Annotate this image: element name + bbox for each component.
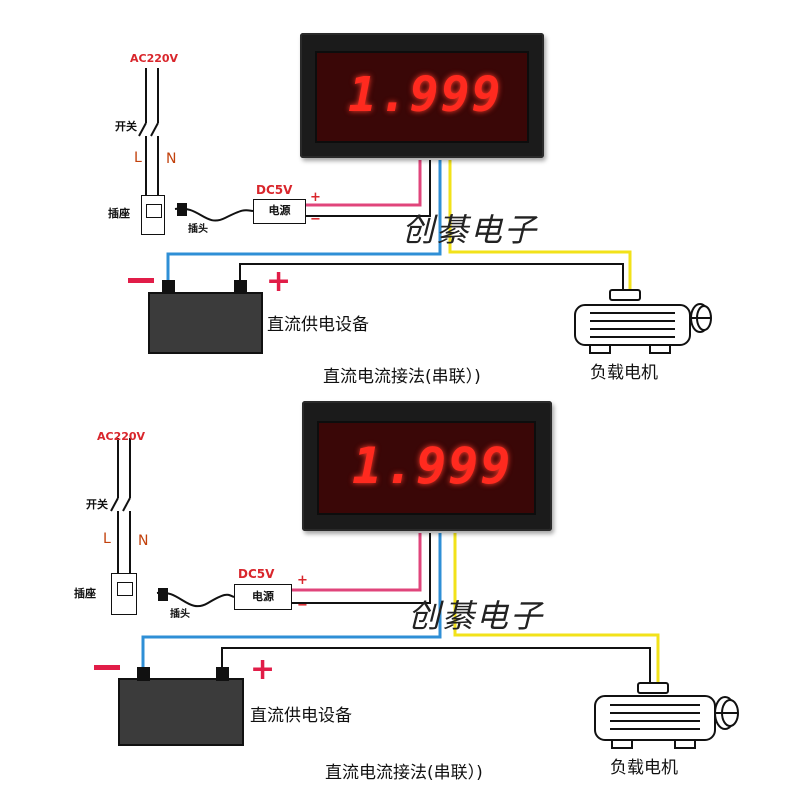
ac-voltage-label: AC220V [130, 52, 179, 65]
neutral-label: N [138, 533, 149, 549]
watermark: 创綦电子 [408, 597, 545, 635]
battery [148, 292, 263, 354]
motor-shape [594, 682, 739, 749]
panel-meter: 1.999 [300, 33, 544, 158]
wiring-diagram-top: 1.999 AC220V 开关 L N 插座 插头 DC5V 电源 + − 创綦… [108, 33, 712, 387]
line-label: L [134, 150, 142, 166]
wiring-lines [110, 438, 739, 749]
supply-plus-sign: + [297, 573, 308, 588]
socket [141, 195, 165, 235]
ac-voltage-label: AC220V [97, 430, 146, 443]
dc-supply-label: 直流供电设备 [267, 315, 369, 335]
line-label: L [103, 531, 111, 547]
plug-label: 插头 [188, 224, 208, 235]
meter-display-window [315, 51, 529, 143]
battery-minus-mark [128, 278, 154, 283]
meter-display-window [317, 421, 536, 515]
supply-minus-sign: − [310, 212, 321, 227]
power-supply-box: 电源 [253, 199, 306, 224]
load-motor-label: 负载电机 [610, 758, 678, 778]
power-supply-label: 电源 [252, 590, 274, 603]
battery [118, 678, 244, 746]
switch-label: 开关 [115, 120, 137, 133]
battery-positive-terminal [234, 280, 247, 294]
battery-negative-terminal [137, 667, 150, 681]
power-supply-box: 电源 [234, 584, 292, 610]
meter-reading: 1.999 [352, 437, 513, 495]
plug-label: 插头 [170, 609, 190, 620]
battery-minus-mark [94, 665, 120, 670]
battery-plus-mark: + [266, 264, 292, 299]
switch-label: 开关 [86, 498, 108, 511]
dc5v-label: DC5V [238, 567, 275, 581]
meter-reading: 1.999 [348, 67, 503, 123]
wiring-diagram-bottom: 1.999 AC220V 开关 L N 插座 插头 DC5V 电源 + − 创綦… [0, 393, 800, 793]
socket-label: 插座 [108, 207, 130, 220]
watermark: 创綦电子 [402, 211, 539, 249]
socket-label: 插座 [74, 587, 96, 600]
method-caption: 直流电流接法(串联）) [325, 763, 483, 783]
battery-negative-terminal [162, 280, 175, 294]
dc5v-label: DC5V [256, 183, 293, 197]
panel-meter: 1.999 [302, 401, 552, 531]
supply-minus-sign: − [297, 598, 308, 613]
method-caption: 直流电流接法(串联）) [323, 367, 481, 387]
neutral-label: N [166, 151, 177, 167]
battery-plus-mark: + [250, 652, 276, 687]
socket [111, 573, 137, 615]
wiring-lines [138, 68, 712, 354]
load-motor-label: 负载电机 [590, 363, 658, 383]
power-supply-label: 电源 [268, 204, 291, 217]
supply-plus-sign: + [310, 190, 321, 205]
motor-shape [574, 289, 712, 354]
battery-positive-terminal [216, 667, 229, 681]
dc-supply-label: 直流供电设备 [250, 706, 352, 726]
